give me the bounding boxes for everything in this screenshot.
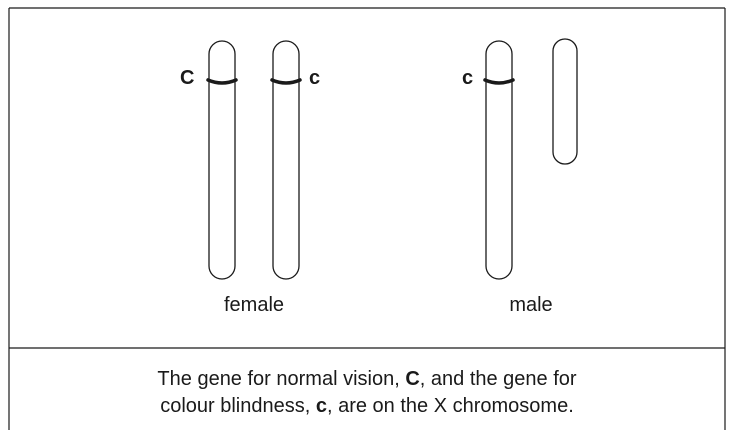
allele-label-female-left: C — [180, 67, 194, 89]
allele-label-female-right: c — [309, 67, 320, 89]
chromosome-body — [486, 41, 512, 279]
male-x-chromosome — [485, 41, 513, 279]
male-y-chromosome — [553, 39, 577, 164]
caption: The gene for normal vision, C, and the g… — [10, 366, 724, 420]
male-label: male — [509, 294, 552, 316]
chromosome-body — [209, 41, 235, 279]
gene-locus-mark — [272, 80, 300, 83]
gene-locus-mark — [485, 80, 513, 83]
gene-colourblind-label: c — [316, 395, 327, 417]
female-x-chromosome-1 — [208, 41, 236, 279]
female-label: female — [224, 294, 284, 316]
caption-line-1: The gene for normal vision, C, and the g… — [10, 366, 724, 393]
allele-label-male: c — [462, 67, 473, 89]
gene-locus-mark — [208, 80, 236, 83]
gene-normal-label: C — [405, 368, 419, 390]
chromosome-body — [553, 39, 577, 164]
female-x-chromosome-2 — [272, 41, 300, 279]
caption-line-2: colour blindness, c, are on the X chromo… — [10, 393, 724, 420]
chromosome-body — [273, 41, 299, 279]
